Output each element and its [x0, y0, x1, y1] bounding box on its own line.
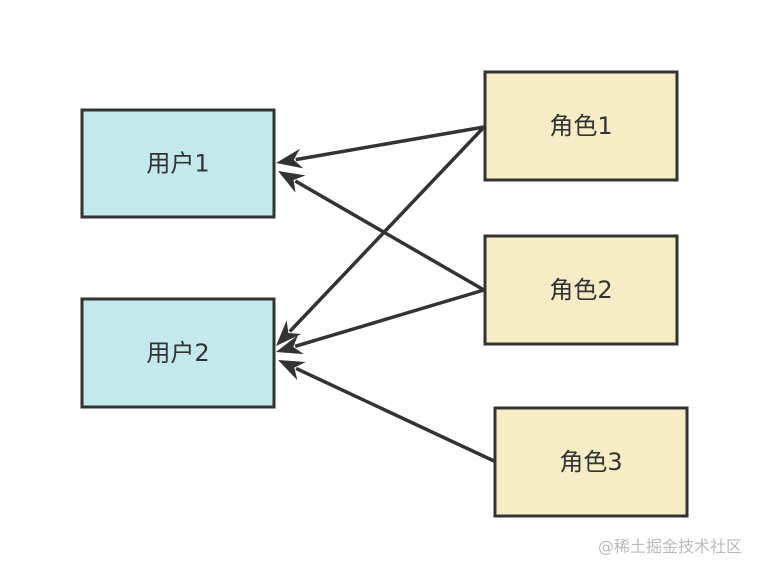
arrowhead-icon	[276, 148, 304, 169]
role-2-rect	[483, 234, 679, 346]
user-2-label: 用户2	[146, 339, 209, 367]
role-2-box: 角色2	[483, 234, 679, 346]
edge-line	[288, 125, 486, 333]
role-1-box: 角色1	[483, 70, 679, 182]
edge-r2-to-u1	[278, 171, 485, 292]
user-1-rect	[80, 108, 276, 219]
edge-r2-to-u2	[276, 288, 485, 355]
arrowhead-icon	[278, 171, 306, 193]
arrowhead-icon	[276, 334, 304, 355]
edge-line	[295, 125, 485, 162]
user-1-label: 用户1	[146, 150, 209, 178]
edge-r1-to-u2	[276, 125, 486, 346]
user-2-box: 用户2	[80, 297, 276, 409]
edges-layer	[276, 125, 495, 463]
role-1-rect	[483, 70, 679, 182]
role-1-label: 角色1	[549, 112, 612, 140]
role-3-label: 角色3	[559, 448, 622, 476]
role-3-rect	[493, 406, 689, 518]
arrowhead-icon	[278, 360, 306, 381]
edge-r1-to-u1	[276, 125, 485, 169]
role-3-box: 角色3	[493, 406, 689, 518]
edge-line	[295, 366, 495, 463]
arrowhead-icon	[276, 320, 302, 346]
edge-r3-to-u2	[278, 360, 495, 463]
user-1-box: 用户1	[80, 108, 276, 219]
user-2-rect	[80, 297, 276, 409]
watermark-text: @稀土掘金技术社区	[598, 537, 743, 556]
edge-line	[294, 288, 485, 348]
edge-line	[294, 179, 485, 292]
role-2-label: 角色2	[549, 276, 612, 304]
